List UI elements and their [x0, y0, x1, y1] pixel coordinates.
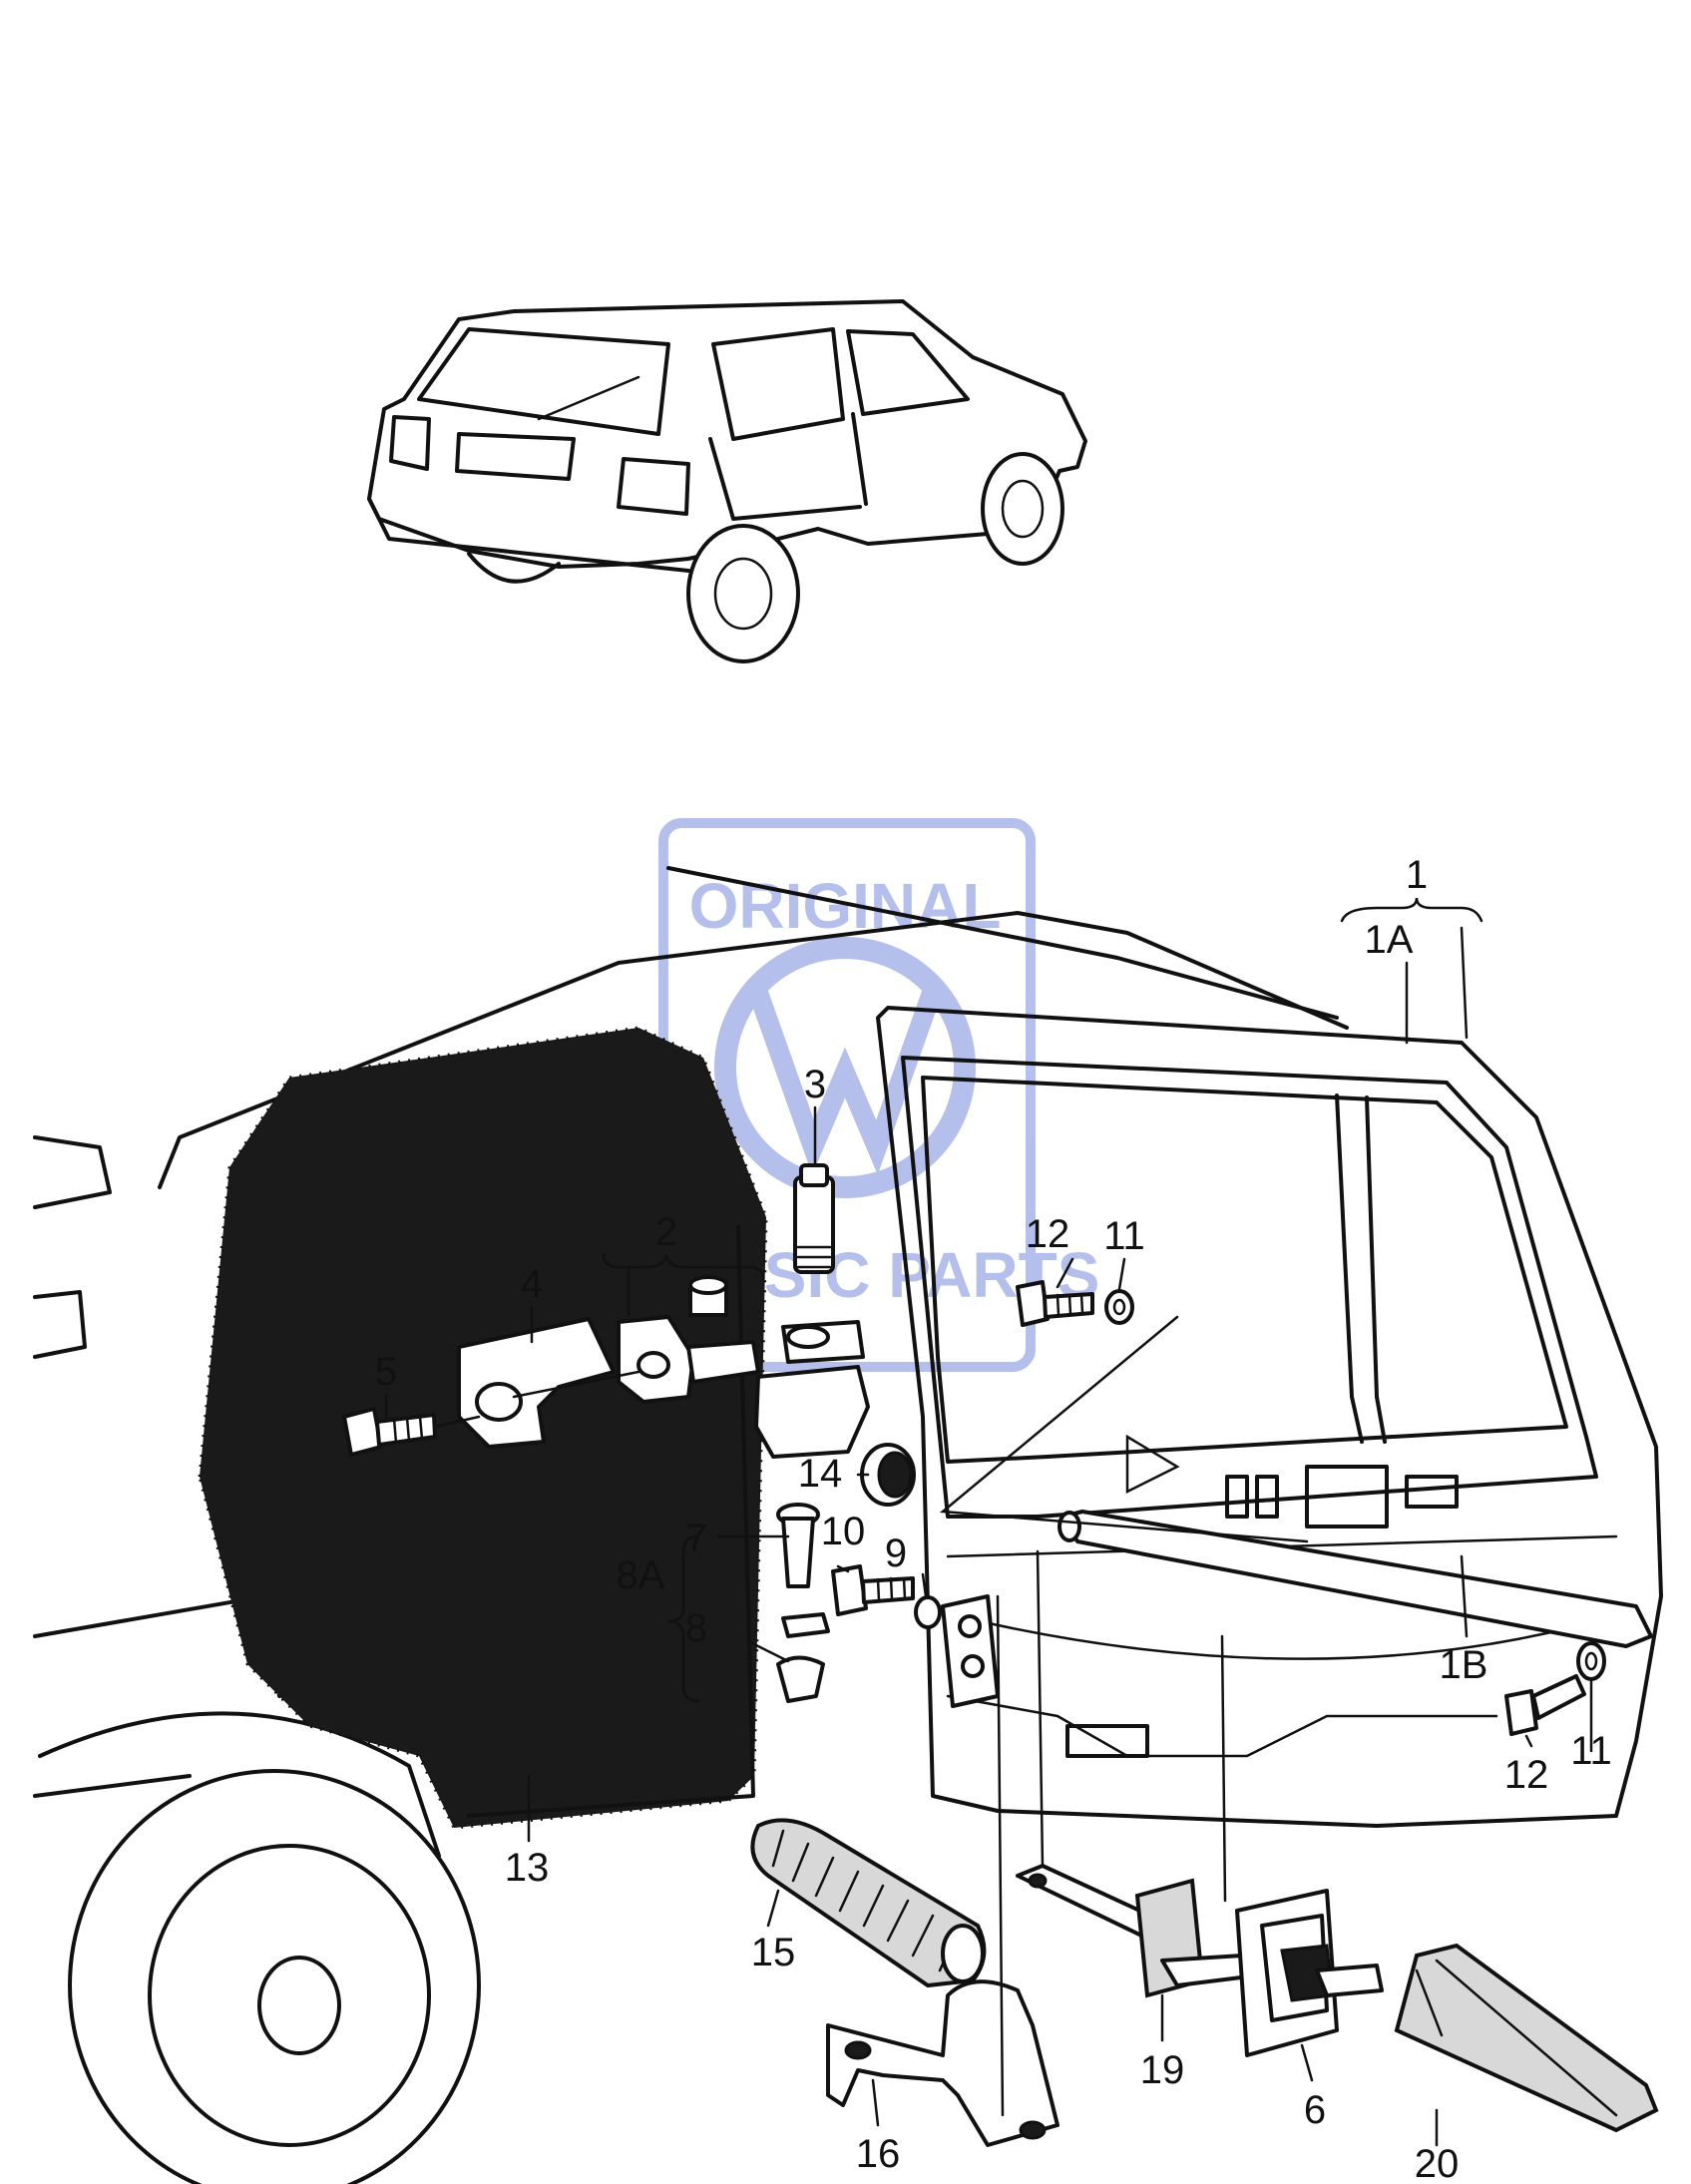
part-4-hinge-plate: [457, 1317, 640, 1449]
part-16-bracket: [826, 1979, 1059, 2147]
part-8-clip: [776, 1612, 830, 1703]
part-12-bolt-upper: [1016, 1280, 1094, 1327]
part-12-bolt-lower: [1504, 1674, 1586, 1736]
callout-1a: 1A: [1365, 918, 1414, 962]
part-1b-check-rod: [1057, 1510, 1653, 1648]
vehicle-thumbnail: [367, 299, 1087, 663]
leader-lines: [384, 897, 1593, 2147]
part-3-pin: [793, 1163, 835, 1274]
callout-12-upper: 12: [1026, 1212, 1070, 1256]
part-5-bolt: [342, 1407, 481, 1457]
callout-10: 10: [821, 1510, 866, 1553]
callout-8: 8: [685, 1606, 707, 1650]
part-2-hinge: [617, 1275, 760, 1404]
part-10-bolt: [831, 1564, 915, 1616]
callout-2: 2: [655, 1210, 677, 1254]
callout-1b: 1B: [1440, 1643, 1488, 1687]
callout-7: 7: [685, 1517, 707, 1560]
callout-8a: 8A: [617, 1553, 665, 1597]
callout-9: 9: [885, 1531, 907, 1575]
callout-11-lower: 11: [1570, 1729, 1612, 1773]
callout-19: 19: [1140, 2048, 1185, 2092]
callout-1: 1: [1406, 853, 1428, 897]
part-15-boot: [750, 1818, 987, 1988]
part-11-washer-upper: [1104, 1289, 1134, 1325]
part-9-washer: [914, 1595, 942, 1629]
vw-logo-icon: [714, 937, 976, 1198]
part-19-latch-plate: [1016, 1864, 1259, 1998]
part-11-washer-lower: [1576, 1641, 1606, 1681]
callout-11-upper: 11: [1103, 1214, 1145, 1258]
callout-5: 5: [375, 1350, 397, 1394]
part-6-lock: [1235, 1889, 1384, 2057]
callout-labels: 1 1A 2 3 4 5 12 11 14 7 10 9 8A 8 1B 12 …: [375, 853, 1612, 2184]
callout-6: 6: [1304, 2088, 1326, 2132]
callout-16: 16: [856, 2132, 901, 2176]
callout-20: 20: [1415, 2142, 1460, 2184]
callout-4: 4: [521, 1262, 543, 1306]
door-hinge: [754, 1320, 870, 1459]
part-20-cover: [1394, 1943, 1659, 2133]
car-body: [33, 866, 1349, 2184]
callout-15: 15: [751, 1931, 796, 1974]
door-lower-hinge: [941, 1594, 1000, 1708]
part-7-screw: [776, 1503, 820, 1588]
callout-13: 13: [505, 1846, 550, 1890]
part-14-grommet: [860, 1443, 916, 1507]
callout-3: 3: [804, 1063, 826, 1106]
callout-14: 14: [798, 1452, 843, 1496]
callout-12-lower: 12: [1504, 1753, 1549, 1797]
